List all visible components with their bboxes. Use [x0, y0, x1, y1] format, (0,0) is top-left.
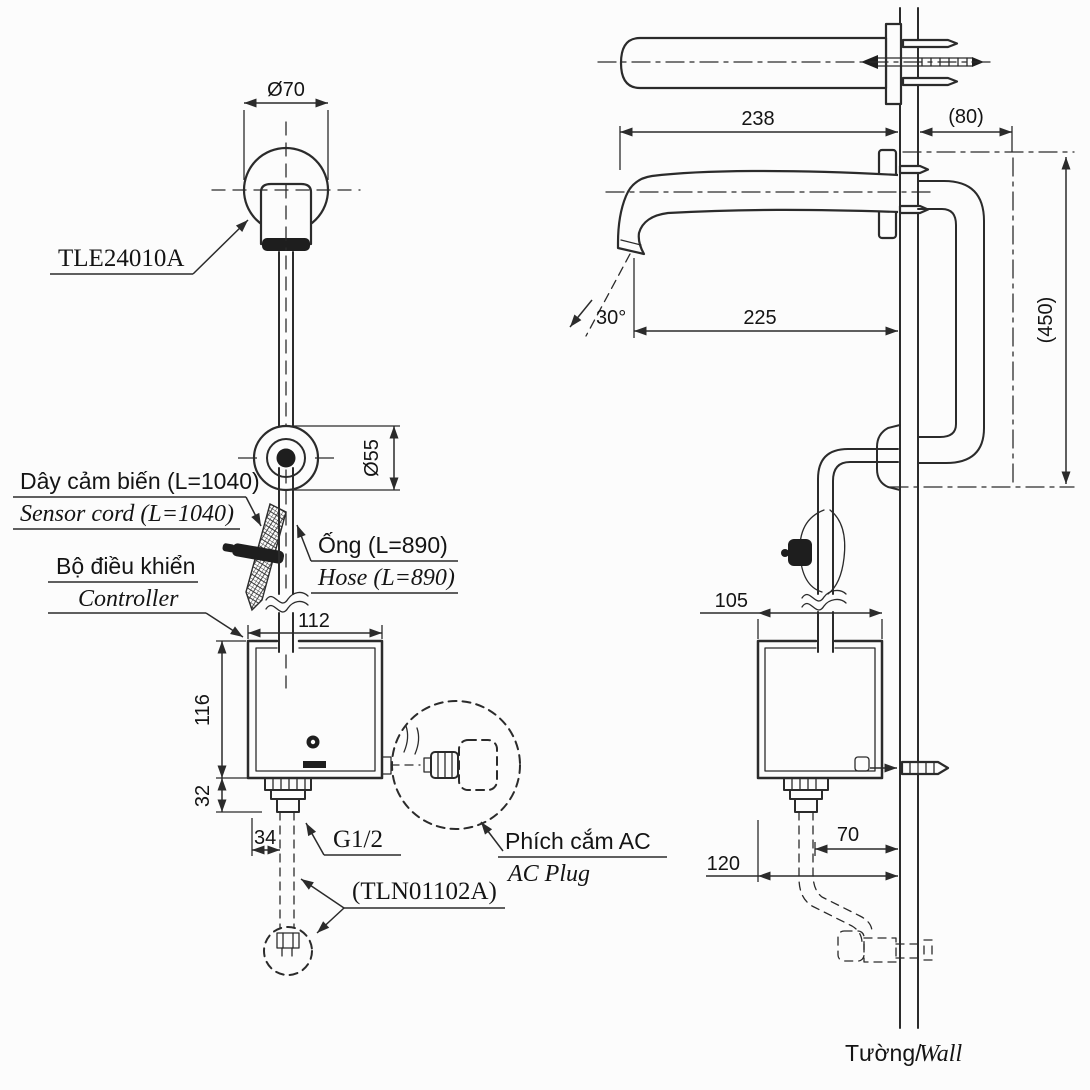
- g12-fitting-side: [783, 777, 829, 813]
- dim-spout-reach-text: 225: [743, 307, 776, 329]
- controller-switch: [303, 761, 326, 768]
- hose-label-vi: Ống (L=890): [318, 531, 448, 558]
- bracket-screw: [900, 760, 950, 776]
- dimension-drop: (450): [889, 151, 1075, 488]
- dimension-fitting-height: 32: [192, 778, 262, 813]
- controller-box-front: [246, 639, 421, 780]
- spout-installed-side: [605, 148, 933, 256]
- dim-fitting-width-text: 34: [254, 827, 276, 849]
- ac-plug-label-vi: Phích cắm AC: [505, 828, 651, 854]
- wall: Tường/ Wall: [845, 7, 962, 1067]
- dim-spout-diameter-text: Ø70: [267, 79, 305, 101]
- sensor-cord-label-vi: Dây cảm biến (L=1040): [20, 468, 260, 494]
- anchor-bolt: [875, 57, 973, 67]
- model-label: TLE24010A: [58, 245, 184, 272]
- wall-label-vi: Tường/: [845, 1040, 922, 1066]
- dim-spout-total-text: 238: [741, 108, 774, 130]
- spout-assembly-top: [597, 22, 993, 106]
- controller-box-side: [756, 639, 950, 780]
- controller-label-en: Controller: [78, 586, 179, 612]
- ac-plug-circle: [391, 700, 521, 830]
- dim-angle-text: 30°: [596, 307, 626, 329]
- model-label-group: TLE24010A: [50, 219, 249, 275]
- dim-controller-to-wall-text: 120: [707, 853, 740, 875]
- ac-plug-label-en: AC Plug: [506, 861, 590, 887]
- hose-lower-front: [265, 467, 309, 653]
- supply-valve-circle: [263, 926, 313, 976]
- supply-valve-label: (TLN01102A): [352, 878, 497, 905]
- supply-routing-side: [798, 811, 933, 963]
- dimension-controller-height: 116: [192, 640, 264, 779]
- side-view: Tường/ Wall 238 (80): [569, 7, 1075, 1067]
- dimension-escutcheon-diameter: Ø55: [294, 425, 400, 491]
- dimension-spout-total: 238: [619, 108, 898, 170]
- dim-controller-width-text: 112: [298, 610, 330, 632]
- dim-wall-offset-text: (80): [948, 106, 984, 128]
- escutcheon-side: [817, 424, 901, 595]
- dim-fitting-height-text: 32: [192, 785, 214, 807]
- sensor-cord-front: [222, 502, 287, 612]
- controller-label-group: Bộ điều khiển Controller: [48, 553, 244, 638]
- sensor-cord-side: [781, 509, 846, 595]
- aerator: [262, 238, 310, 251]
- escutcheon-front: [238, 424, 334, 492]
- thread-label: G1/2: [333, 826, 383, 853]
- g12-fitting-front: [264, 777, 312, 813]
- dimension-controller-width-side: 105: [700, 590, 883, 639]
- dimension-controller-to-wall: 120: [706, 820, 898, 882]
- sensor-cord-label-group: Dây cảm biến (L=1040) Sensor cord (L=104…: [13, 468, 262, 530]
- cord-outlet: [381, 756, 392, 775]
- spout-front-view: [211, 121, 361, 251]
- supply-pipe-front: [263, 811, 313, 976]
- pipe-break-mark-side: [801, 589, 847, 602]
- pipe-behind-wall: [917, 180, 985, 464]
- cord-flex-marks: [403, 725, 420, 755]
- sensor-cord-clip: [222, 543, 285, 564]
- dimension-spout-reach: 225: [633, 258, 898, 338]
- ac-plug-detail: Phích cắm AC AC Plug: [391, 700, 667, 887]
- dimension-supply-to-wall: 70: [814, 824, 898, 856]
- dim-controller-width-side-text: 105: [715, 590, 748, 612]
- hose-label-en: Hose (L=890): [317, 565, 455, 591]
- dim-controller-height-text: 116: [192, 694, 214, 726]
- wall-label-en: Wall: [919, 1041, 962, 1067]
- front-view: Ø70 TLE24010A: [13, 79, 667, 976]
- dimension-spout-diameter: Ø70: [243, 79, 329, 180]
- angle-valve-body: [863, 937, 897, 963]
- hose-label-group: Ống (L=890) Hose (L=890): [296, 524, 458, 594]
- supply-valve-label-group: (TLN01102A): [300, 878, 505, 934]
- dimension-wall-offset: (80): [920, 106, 1013, 152]
- pipe-break-mark: [265, 591, 309, 604]
- dim-drop-text: (450): [1035, 297, 1057, 344]
- mounting-flange-top: [884, 22, 903, 106]
- hose-break-side: [801, 589, 847, 653]
- mounting-screw-bottom: [901, 76, 959, 87]
- thread-label-group: G1/2: [305, 822, 401, 856]
- dim-escutcheon-diameter-text: Ø55: [361, 439, 383, 477]
- sensor-cord-label-en: Sensor cord (L=1040): [20, 501, 234, 527]
- controller-label-vi: Bộ điều khiển: [56, 553, 195, 579]
- dimension-fitting-width: 34: [251, 818, 280, 856]
- mounting-screw-top: [901, 38, 959, 49]
- plug-head: [458, 739, 498, 791]
- dimension-controller-width: 112: [247, 610, 383, 639]
- mounting-bracket: [854, 756, 870, 772]
- dim-supply-to-wall-text: 70: [837, 824, 859, 846]
- hose-upper-front: [278, 251, 294, 429]
- angle-indicator: 30°: [569, 253, 631, 337]
- sensor-cord-clip-side: [788, 539, 812, 566]
